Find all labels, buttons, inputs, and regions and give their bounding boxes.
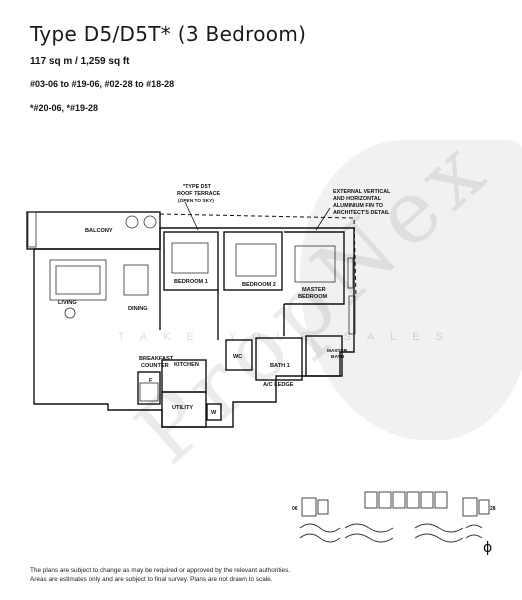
room-breakfast-2: COUNTER <box>141 363 169 369</box>
room-fridge: F <box>149 378 153 384</box>
bedroom-2-outline <box>223 231 283 291</box>
north-arrow-icon: ɸ <box>483 540 492 556</box>
sofa <box>49 259 107 301</box>
roof-terrace-callout-2: ROOF TERRACE <box>177 191 221 197</box>
room-bedroom-1: BEDROOM 1 <box>174 279 208 285</box>
disclaimer-line-2: Areas are estimates only and are subject… <box>30 576 273 583</box>
room-kitchen: KITCHEN <box>174 362 199 368</box>
unit-numbers: #03-06 to #19-06, #02-28 to #18-28 <box>30 79 175 89</box>
room-master-bath-1: MASTER <box>327 348 348 354</box>
disclaimer: The plans are subject to change as may b… <box>30 566 500 584</box>
unit-note: *#20-06, *#19-28 <box>30 103 99 113</box>
key-plan <box>299 491 490 543</box>
wc-outline <box>225 339 253 371</box>
disclaimer-line-1: The plans are subject to change as may b… <box>30 567 291 574</box>
room-washer: W <box>211 410 217 416</box>
master-bedroom-outline <box>284 231 345 305</box>
room-utility: UTILITY <box>172 405 193 411</box>
roof-terrace-callout-3: (OPEN TO SKY) <box>178 198 214 204</box>
room-bedroom-2: BEDROOM 2 <box>242 282 276 288</box>
room-bath-1: BATH 1 <box>270 363 290 369</box>
fin-callout-3: ALUMINIUM FIN TO <box>333 203 383 209</box>
room-living: LIVING <box>58 300 77 306</box>
room-dining: DINING <box>128 306 148 312</box>
fin-callout-1: EXTERNAL VERTICAL <box>333 189 391 195</box>
dining-table <box>123 264 149 296</box>
roof-terrace-outline <box>159 213 357 298</box>
room-ac-ledge: A/C LEDGE <box>263 382 294 388</box>
room-wc: WC <box>233 354 242 360</box>
room-balcony: BALCONY <box>85 228 113 234</box>
keyplan-unit-28: 28 <box>490 506 496 512</box>
room-master-bath-2: BATH <box>331 354 345 360</box>
apartment-outline <box>33 227 355 428</box>
master-bath-outline <box>305 335 343 377</box>
key-plan-top-row <box>301 491 490 517</box>
unit-type-title: Type D5/D5T* (3 Bedroom) <box>30 22 307 46</box>
background-shape <box>300 140 522 440</box>
fin-callout-4: ARCHITECT'S DETAIL <box>333 210 390 216</box>
keyplan-unit-06: 06 <box>292 506 298 512</box>
roof-terrace-callout-1: *TYPE D5T <box>183 184 212 190</box>
bath-1-outline <box>255 337 303 381</box>
key-plan-bottom-row <box>299 523 483 543</box>
fin-callout-2: AND HORIZONTAL <box>333 196 382 202</box>
watermark-tagline: TAKE YOUR SALES <box>118 331 460 343</box>
unit-area: 117 sq m / 1,259 sq ft <box>30 56 130 67</box>
room-master-2: BEDROOM <box>298 294 328 300</box>
room-breakfast-1: BREAKFAST <box>139 356 174 362</box>
bedroom-1-outline <box>163 231 219 291</box>
room-master-1: MASTER <box>302 287 326 293</box>
